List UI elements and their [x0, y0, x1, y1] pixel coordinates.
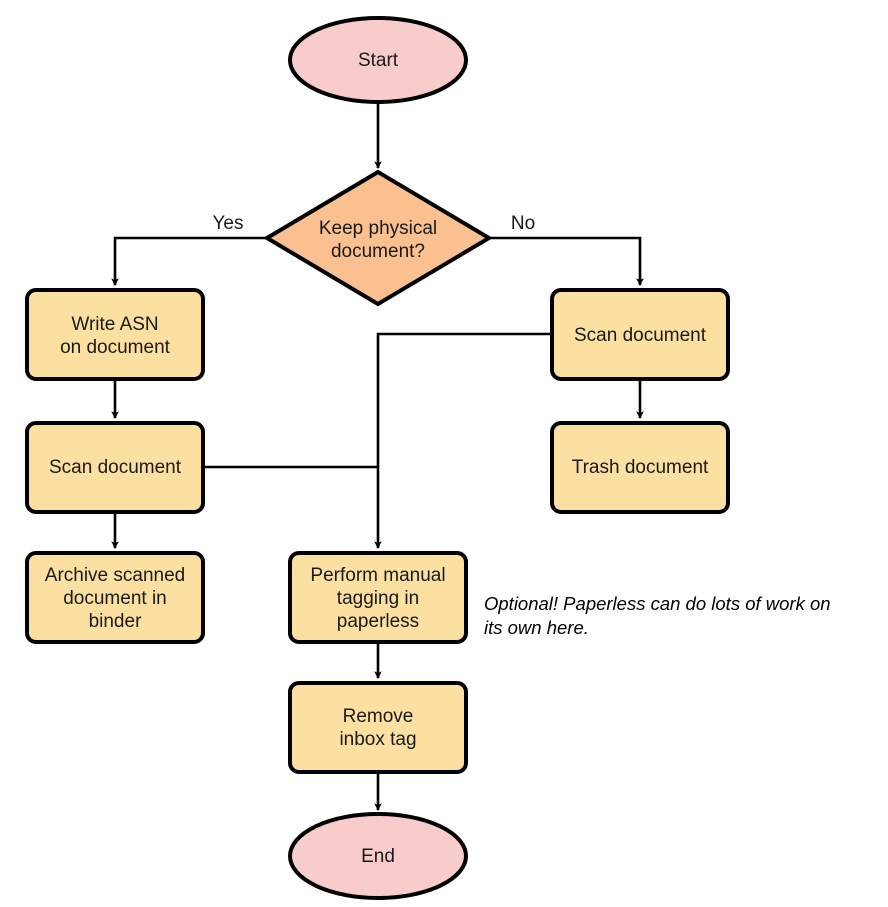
- scan-left-label: Scan document: [49, 457, 182, 478]
- keep-physical-label-line-2: document?: [331, 241, 425, 262]
- optional-note-line-2: its own here.: [484, 617, 589, 638]
- manual-tagging-label-line-2: tagging in: [337, 588, 419, 609]
- remove-inbox-tag-label-line-2: inbox tag: [339, 729, 416, 750]
- optional-note-line-1: Optional! Paperless can do lots of work …: [484, 593, 831, 614]
- edge-decision-no-to-scan-right: [489, 236, 644, 287]
- write-asn-box-shape: [25, 288, 205, 381]
- keep-physical-label-line-1: Keep physical: [319, 218, 437, 239]
- scan-right-label: Scan document: [574, 325, 707, 346]
- trash-document-label: Trash document: [572, 457, 709, 478]
- node-remove-inbox-tag[interactable]: Remove inbox tag: [288, 681, 468, 774]
- manual-tagging-box-shape: [288, 551, 468, 644]
- node-trash-document[interactable]: Trash document: [550, 421, 730, 514]
- node-archive-binder[interactable]: Archive scanned document in binder: [25, 551, 205, 644]
- remove-inbox-tag-box-shape: [288, 681, 468, 774]
- edge-label-no: No: [511, 213, 535, 234]
- node-end[interactable]: End: [288, 812, 468, 900]
- edge-label-yes: Yes: [213, 213, 244, 234]
- manual-tagging-label-line-1: Perform manual: [310, 565, 445, 586]
- archive-binder-label-line-1: Archive scanned: [45, 565, 185, 586]
- write-asn-label-line-1: Write ASN: [71, 314, 158, 335]
- node-scan-document-right[interactable]: Scan document: [550, 288, 730, 381]
- remove-inbox-tag-label-line-1: Remove: [343, 706, 414, 727]
- end-ellipse-shape: [288, 812, 468, 900]
- node-manual-tagging[interactable]: Perform manual tagging in paperless: [288, 551, 468, 644]
- start-ellipse-shape: [288, 16, 468, 104]
- node-start[interactable]: Start: [288, 16, 468, 104]
- decision-diamond-shape: [263, 169, 493, 307]
- archive-binder-label-line-3: binder: [89, 611, 142, 632]
- trash-document-box-shape: [550, 421, 730, 514]
- archive-binder-box-shape: [25, 551, 205, 644]
- edge-scan-right-to-manual-tagging: [374, 332, 552, 550]
- write-asn-label-line-2: on document: [60, 337, 171, 358]
- archive-binder-label-line-2: document in: [63, 588, 167, 609]
- scan-left-box-shape: [25, 421, 205, 514]
- node-scan-document-left[interactable]: Scan document: [25, 421, 205, 514]
- manual-tagging-label-line-3: paperless: [337, 611, 419, 632]
- optional-note: Optional! Paperless can do lots of work …: [484, 593, 831, 638]
- scan-right-box-shape: [550, 288, 730, 381]
- connectors-layer: [111, 102, 644, 812]
- node-keep-physical-document[interactable]: Keep physical document?: [263, 169, 493, 307]
- end-label: End: [361, 846, 395, 867]
- start-label: Start: [358, 50, 399, 71]
- node-write-asn[interactable]: Write ASN on document: [25, 288, 205, 381]
- edge-decision-yes-to-write-asn: [111, 236, 267, 287]
